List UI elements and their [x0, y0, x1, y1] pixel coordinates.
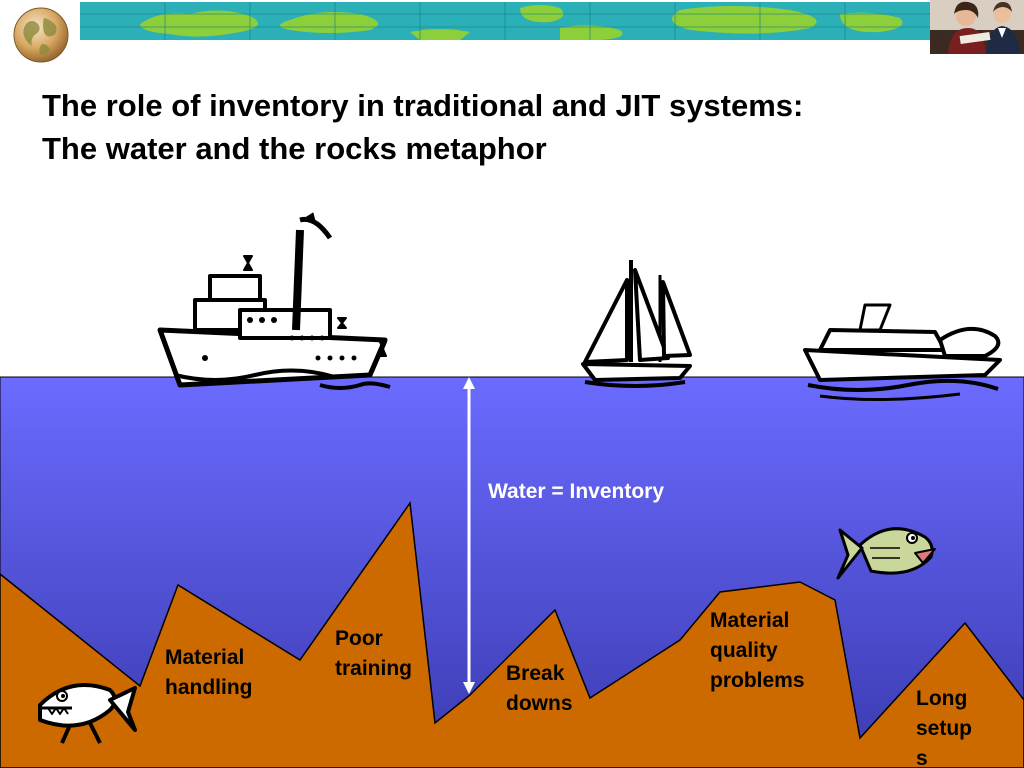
world-map-banner — [80, 2, 930, 40]
green-fish-icon — [836, 527, 936, 580]
water-inventory-label: Water = Inventory — [488, 480, 665, 503]
rocks — [0, 500, 1024, 768]
title-line-1: The role of inventory in traditional and… — [42, 88, 804, 123]
rock-label-poor-training: Poor training — [335, 627, 412, 680]
rock-label-material-handling: Material handling — [165, 646, 253, 699]
people-clipart — [930, 0, 1024, 54]
piranha-fish-icon — [38, 683, 137, 744]
slide-title: The role of inventory in traditional and… — [42, 84, 1002, 170]
rock-label-break-downs: Break downs — [506, 662, 573, 715]
sailboat-icon — [581, 260, 692, 388]
rock-label-material-quality-problems: Material quality problems — [710, 609, 805, 692]
yacht-icon — [803, 303, 1002, 402]
globe-icon — [13, 7, 69, 63]
title-line-2: The water and the rocks metaphor — [42, 131, 547, 166]
rock-label-long-setups: Long setup s — [916, 687, 973, 768]
steamship-icon — [157, 212, 391, 390]
